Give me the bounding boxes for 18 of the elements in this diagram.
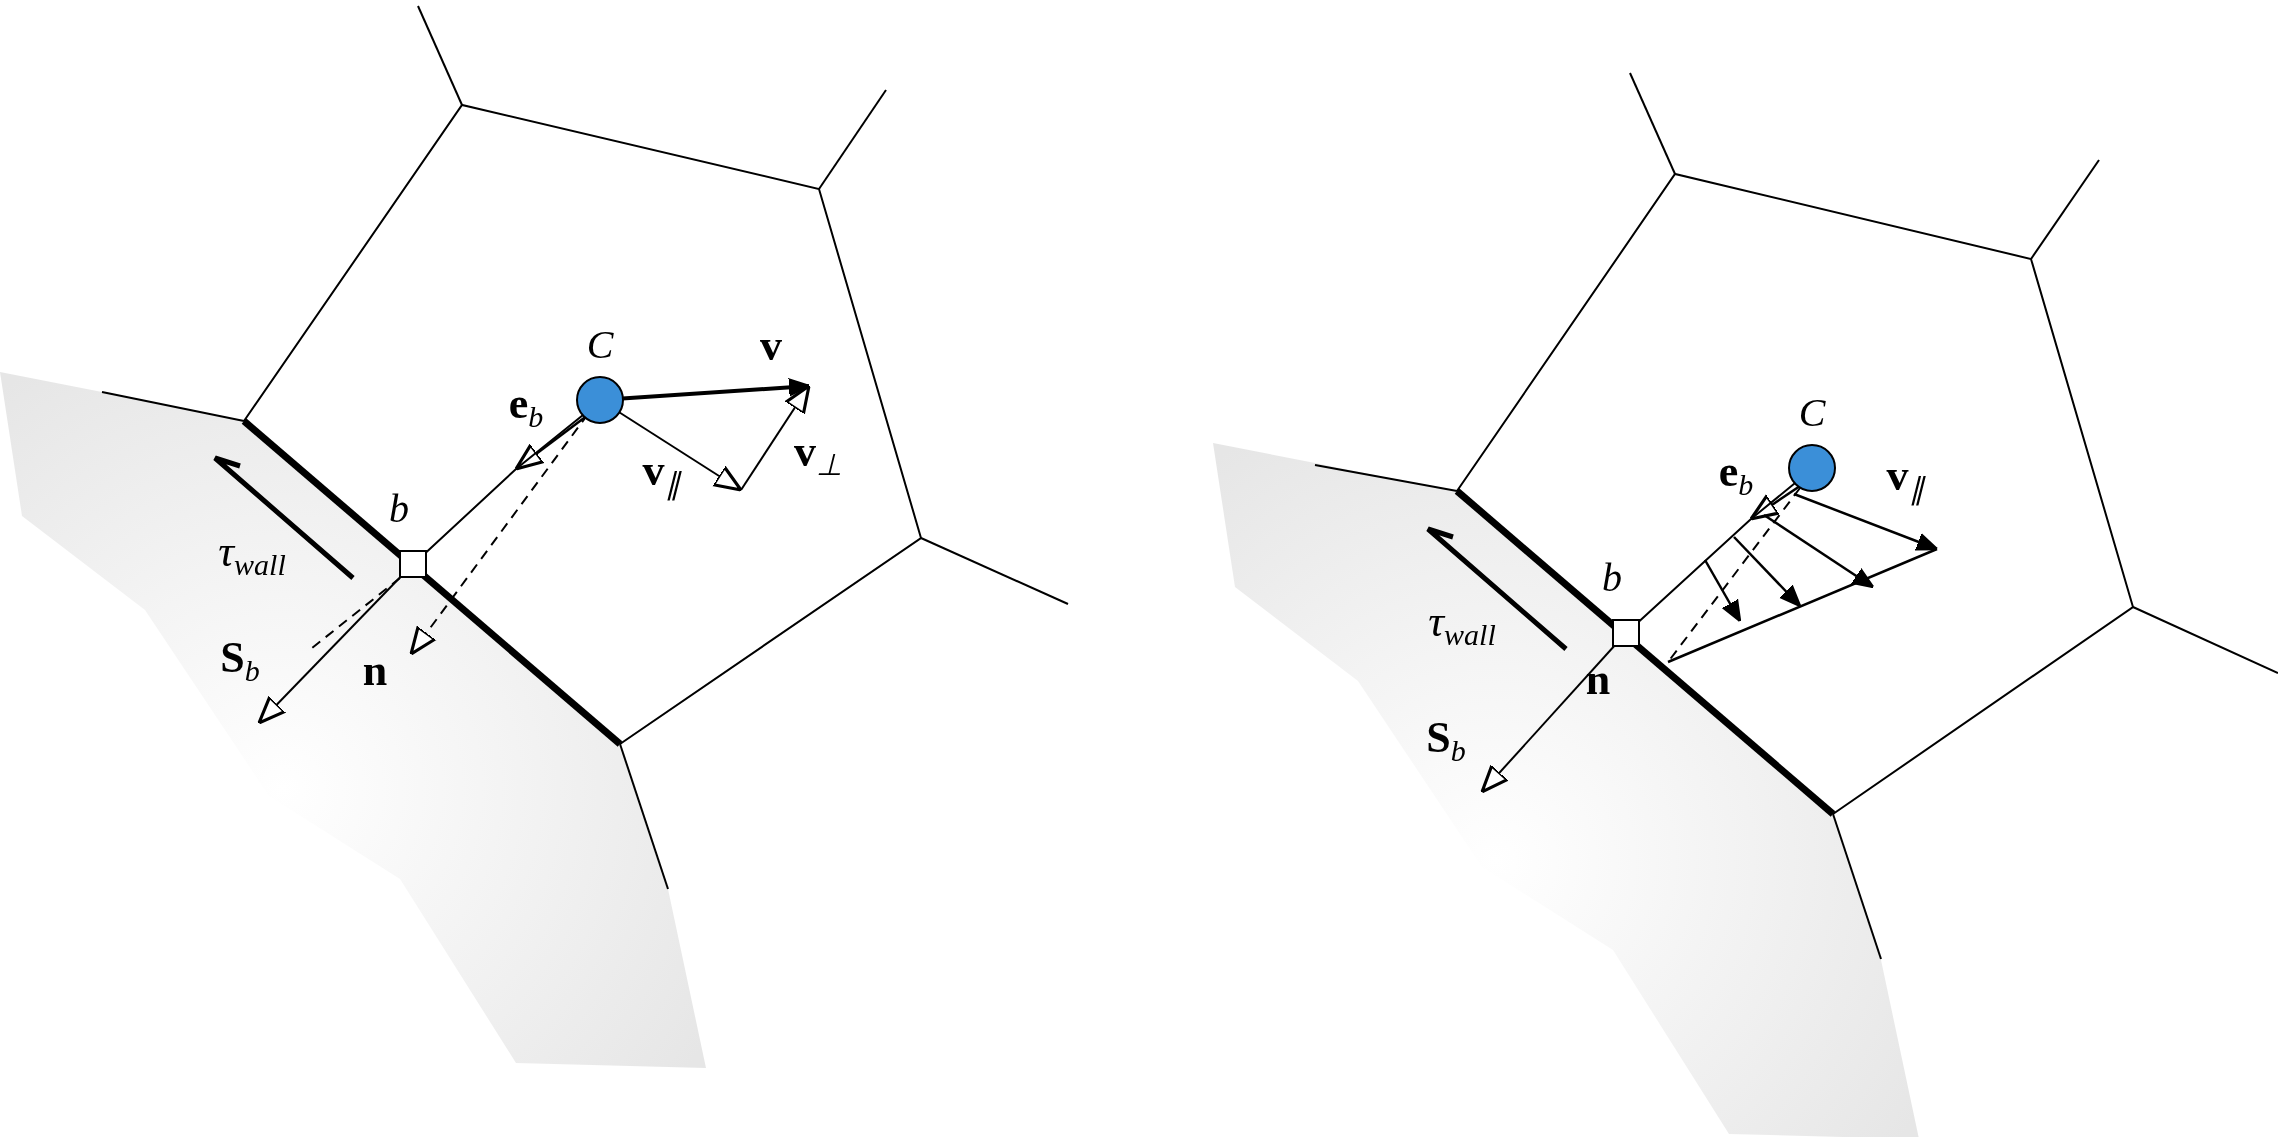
connector-line [1638,482,1796,623]
vector-label: e$_{b}$ [508,381,544,433]
point-label: C [1797,393,1827,433]
vector-label: v [760,324,782,368]
point-label: b [388,489,410,529]
vector-label: v$_{∥}$ [1886,453,1924,505]
vector-label: τ$_{wall}$ [218,529,286,581]
vector-label: n [1585,658,1611,702]
vector-label: n [362,649,388,693]
vector-label: S$_{b}$ [220,635,260,687]
vector-label: e$_{b}$ [1718,449,1754,501]
vector-label: v$_{⊥}$ [794,429,842,481]
point-label: C [585,325,615,365]
point-label: b [1601,558,1623,598]
connector-line [425,414,584,554]
vector-label: S$_{b}$ [1426,715,1466,767]
vector-label: τ$_{wall}$ [1428,599,1496,651]
vector-label: v$_{∥}$ [642,448,680,500]
